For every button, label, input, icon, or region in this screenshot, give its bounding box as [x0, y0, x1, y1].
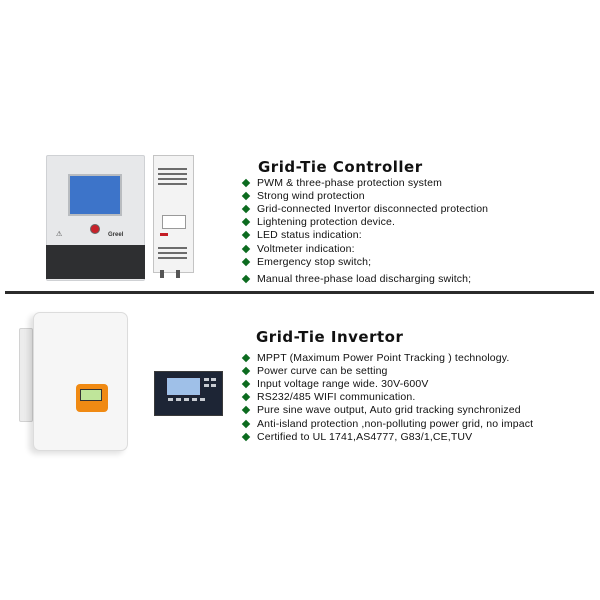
- inverter-mounting-bracket: [19, 328, 33, 422]
- feature-text: Power curve can be setting: [257, 364, 388, 377]
- diamond-bullet-icon: [241, 419, 251, 428]
- list-item: RS232/485 WIFI communication.: [241, 391, 533, 404]
- feature-text: Emergency stop switch;: [257, 255, 372, 268]
- keypad-button: [211, 384, 216, 387]
- feature-text: PWM & three-phase protection system: [257, 176, 442, 189]
- diamond-bullet-icon: [241, 204, 251, 214]
- feature-text: Pure sine wave output, Auto grid trackin…: [257, 404, 521, 417]
- diamond-bullet-icon: [241, 178, 251, 187]
- diamond-bullet-icon: [241, 217, 251, 227]
- diamond-bullet-icon: [241, 406, 251, 415]
- dump-load-indicator: [160, 233, 168, 236]
- feature-text: Manual three-phase load discharging swit…: [257, 272, 472, 285]
- diamond-bullet-icon: [241, 274, 251, 284]
- keypad-button: [211, 378, 216, 381]
- vent-slot: [158, 257, 187, 259]
- list-item: Pure sine wave output, Auto grid trackin…: [241, 404, 533, 417]
- list-item: Anti-island protection ,non-polluting po…: [241, 417, 534, 430]
- controller-touch-screen: [68, 174, 122, 216]
- terminal-pin: [176, 270, 180, 278]
- vent-slot: [158, 178, 187, 180]
- list-item: Lightening protection device.: [241, 216, 488, 229]
- keypad-button: [184, 398, 189, 401]
- diamond-bullet-icon: [241, 432, 251, 441]
- feature-text: Certified to UL 1741,AS4777, G83/1,CE,TU…: [257, 430, 473, 443]
- list-item: LED status indication:: [241, 229, 488, 242]
- inverter-feature-list: MPPT (Maximum Power Point Tracking ) tec…: [241, 351, 534, 443]
- keypad-lcd-screen: [166, 377, 201, 396]
- keypad-button: [204, 384, 209, 387]
- keypad-button: [204, 378, 209, 381]
- diamond-bullet-icon: [241, 191, 251, 201]
- feature-text: RS232/485 WIFI communication.: [257, 391, 416, 404]
- warning-icon: ⚠: [56, 231, 63, 238]
- diamond-bullet-icon: [241, 257, 251, 266]
- feature-text: Anti-island protection ,non-polluting po…: [257, 417, 534, 430]
- list-item: PWM & three-phase protection system: [241, 176, 488, 189]
- controller-cabinet-base: [46, 245, 145, 279]
- vent-slot: [158, 252, 187, 254]
- feature-text: Lightening protection device.: [257, 216, 396, 229]
- inverter-title: Grid-Tie Invertor: [256, 328, 404, 346]
- feature-text: MPPT (Maximum Power Point Tracking ) tec…: [257, 351, 510, 364]
- vent-slot: [158, 183, 187, 185]
- dump-load-label: [162, 215, 186, 229]
- feature-text: LED status indication:: [257, 229, 362, 242]
- list-item: MPPT (Maximum Power Point Tracking ) tec…: [241, 351, 533, 364]
- controller-brand-logo: Greel: [108, 232, 124, 238]
- inverter-body: [33, 312, 128, 451]
- vent-slot: [158, 247, 187, 249]
- emergency-stop-icon: [90, 224, 100, 234]
- list-item: Emergency stop switch;: [241, 255, 488, 268]
- keypad-button: [200, 398, 205, 401]
- vent-slot: [158, 173, 187, 175]
- list-item: Power curve can be setting: [241, 364, 533, 377]
- list-item: Input voltage range wide. 30V-600V: [241, 377, 533, 390]
- feature-text: Strong wind protection: [257, 189, 365, 202]
- feature-text: Input voltage range wide. 30V-600V: [257, 377, 429, 390]
- keypad-button: [168, 398, 173, 401]
- terminal-pin: [160, 270, 164, 278]
- keypad-button: [176, 398, 181, 401]
- diamond-bullet-icon: [241, 244, 251, 253]
- list-item: Certified to UL 1741,AS4777, G83/1,CE,TU…: [241, 430, 533, 443]
- feature-text: Grid-connected Invertor disconnected pro…: [257, 202, 489, 215]
- list-item: Strong wind protection: [241, 189, 488, 202]
- list-item: Manual three-phase load discharging swit…: [241, 272, 488, 285]
- diamond-bullet-icon: [241, 379, 251, 389]
- section-divider: [5, 291, 594, 294]
- feature-text: Voltmeter indication:: [257, 242, 355, 255]
- inverter-lcd-screen: [80, 389, 102, 401]
- diamond-bullet-icon: [241, 366, 251, 376]
- diamond-bullet-icon: [241, 353, 251, 362]
- list-item: Grid-connected Invertor disconnected pro…: [241, 202, 489, 215]
- controller-title: Grid-Tie Controller: [258, 158, 423, 176]
- keypad-button: [192, 398, 197, 401]
- vent-slot: [158, 168, 187, 170]
- diamond-bullet-icon: [241, 231, 251, 240]
- diamond-bullet-icon: [241, 392, 251, 402]
- controller-feature-list: PWM & three-phase protection system Stro…: [241, 176, 489, 286]
- list-item: Voltmeter indication:: [241, 242, 488, 255]
